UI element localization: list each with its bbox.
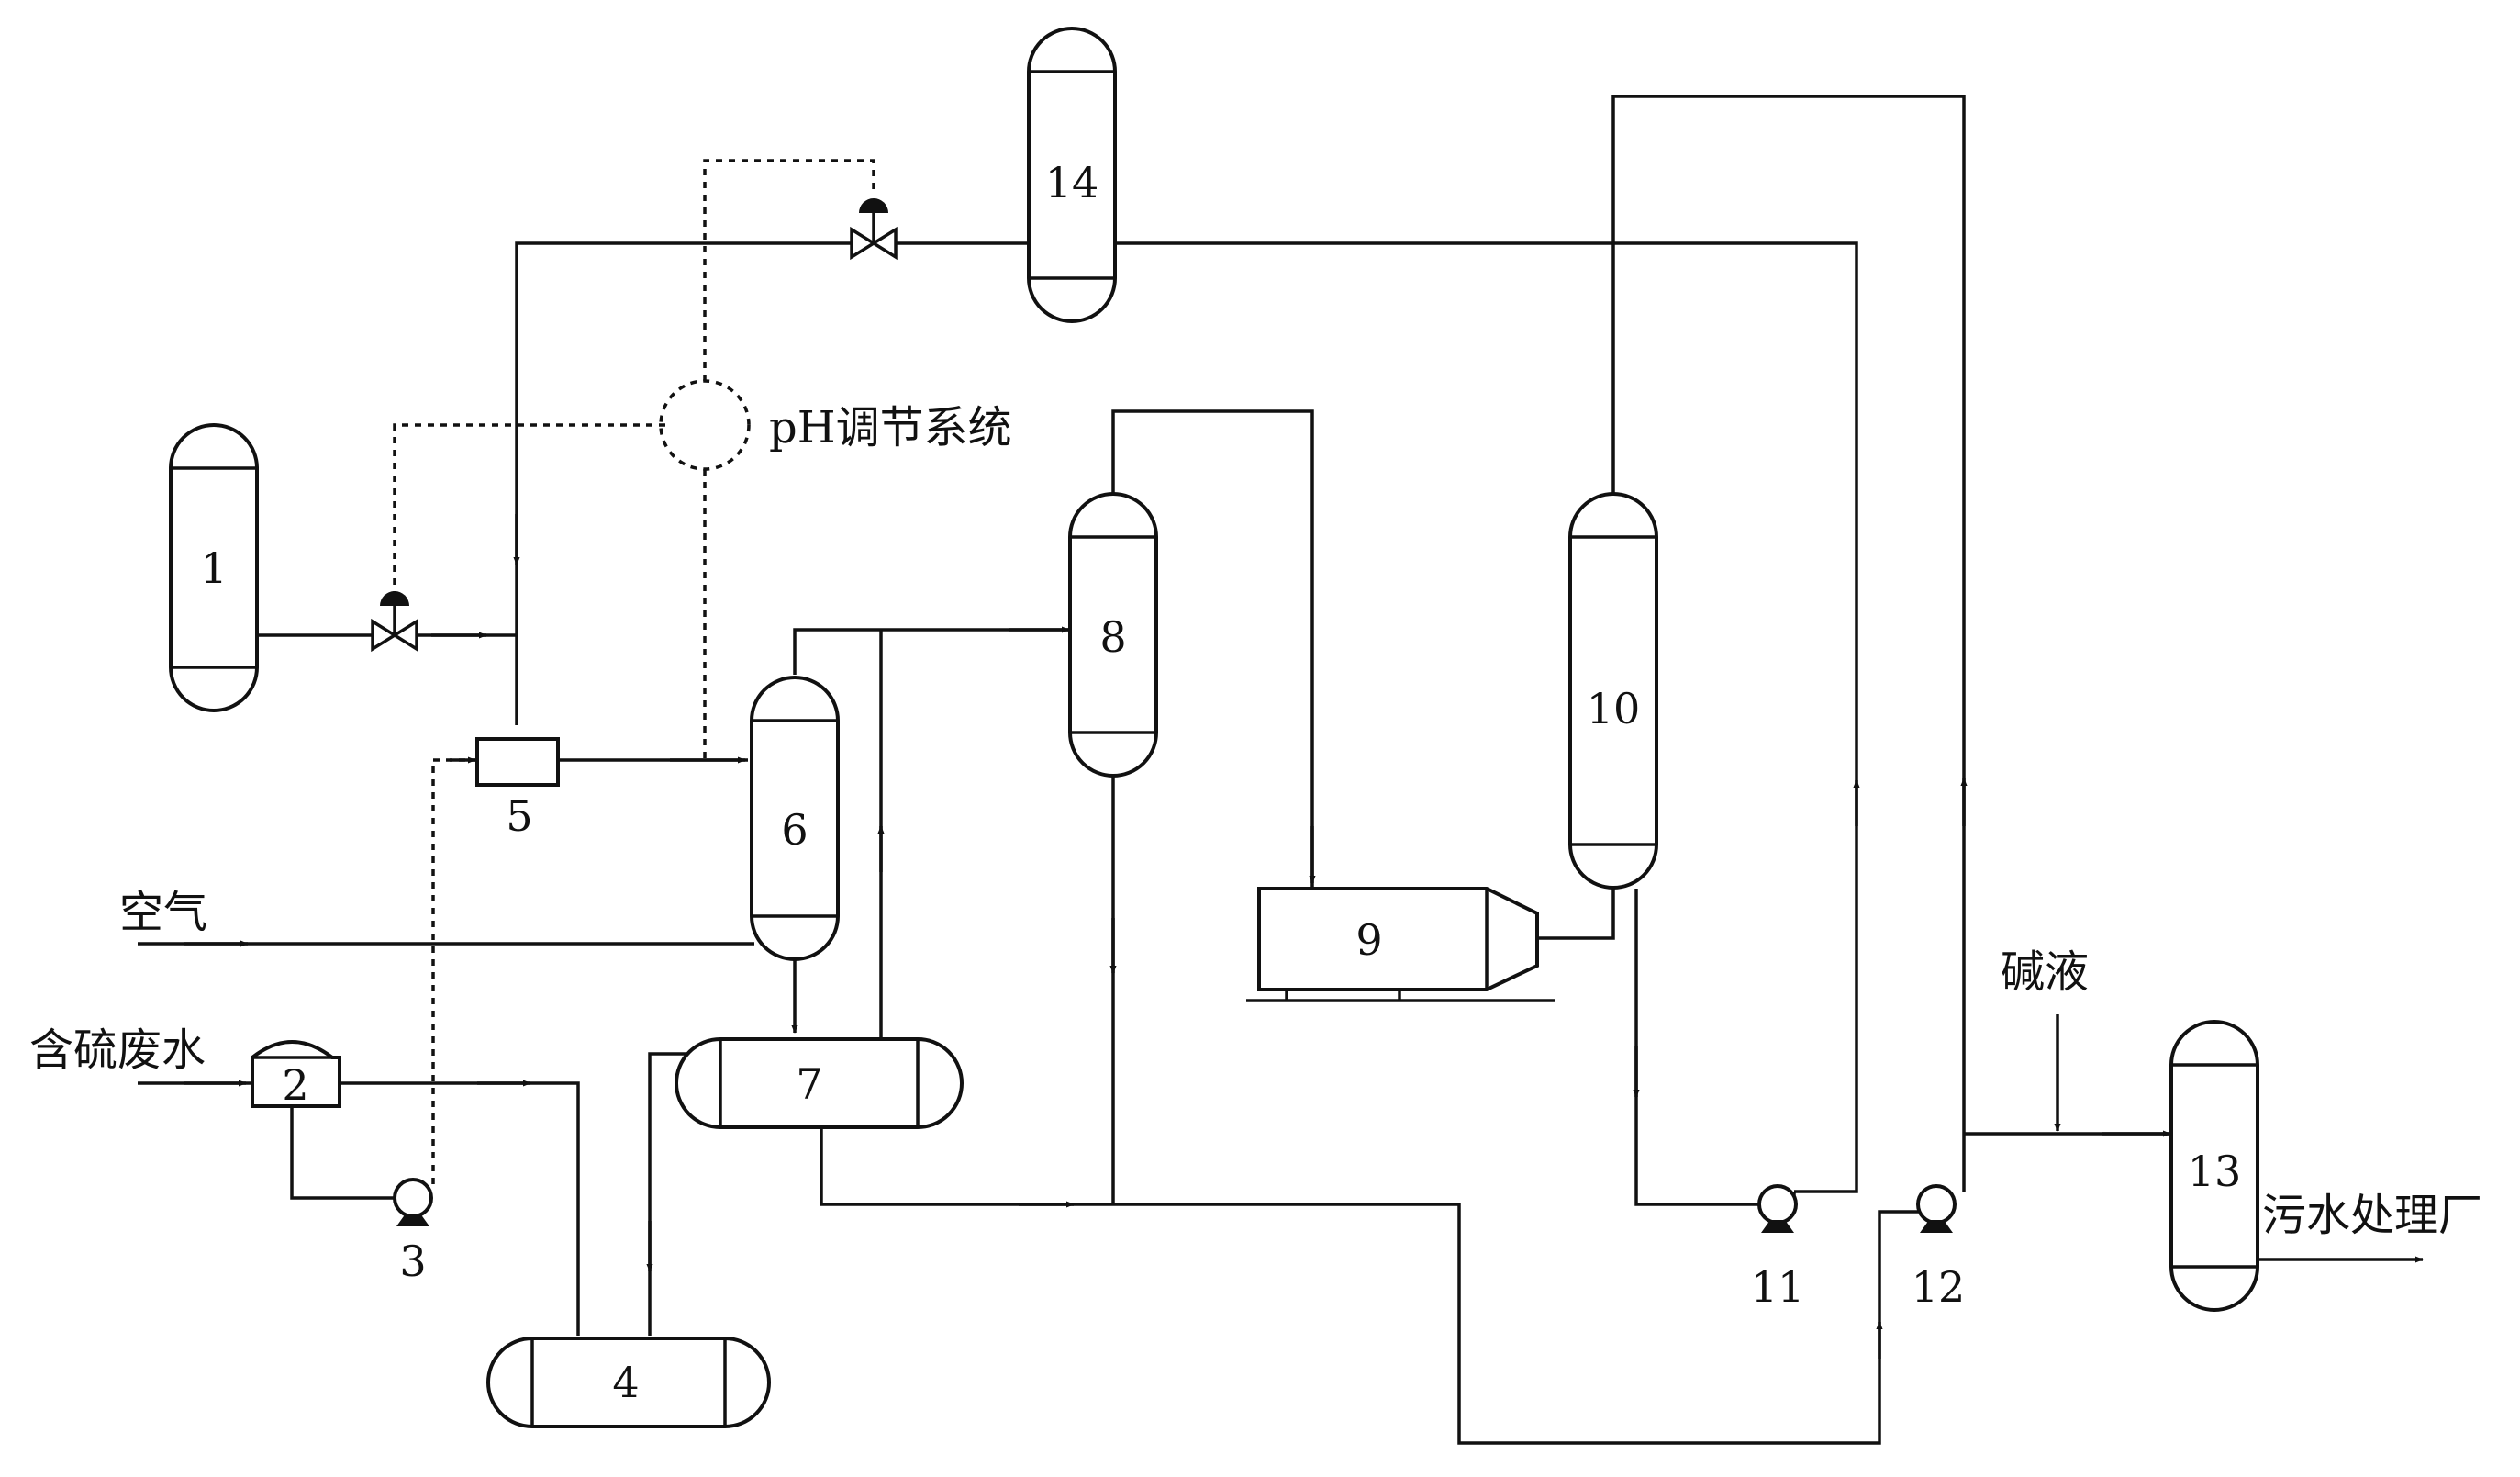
pipe-pump3-to-v5 — [431, 758, 477, 1184]
vessel-14: 14 — [1027, 27, 1117, 323]
air-label: 空气 — [119, 887, 207, 938]
vessel-13-label: 13 — [2188, 1147, 2242, 1196]
ph-system-label: pH调节系统 — [769, 402, 1012, 453]
pipe-pump11-to-right — [1794, 1147, 1858, 1193]
vessel-6: 6 — [750, 676, 840, 961]
vessel-1: 1 — [169, 423, 259, 712]
unit-9-label: 9 — [1355, 915, 1382, 965]
pump-11-label: 11 — [1751, 1262, 1805, 1312]
signal-ph-to-top-valve — [703, 159, 875, 381]
vessel-4: 4 — [486, 1337, 771, 1428]
pipe-v8-to-v9 — [1111, 409, 1314, 889]
control-valve-left[interactable] — [371, 591, 418, 653]
vessel-13: 13 — [2169, 1020, 2259, 1312]
unit-5-mixer: 5 — [475, 737, 560, 841]
vessel-2-label: 2 — [282, 1060, 308, 1110]
pipe-v10-to-pump11 — [1634, 889, 1760, 1206]
vessel-6-label: 6 — [781, 805, 808, 855]
vessel-4-label: 4 — [612, 1358, 639, 1407]
pipe-v7-bottom-line — [820, 1120, 1918, 1445]
vessel-10: 10 — [1568, 492, 1658, 890]
pump-3-label: 3 — [399, 1236, 426, 1286]
unit-9-furnace: 9 — [1246, 887, 1555, 1002]
pipelines — [138, 95, 2424, 1445]
alkali-label: 碱液 — [2001, 946, 2089, 998]
pipe-v2-to-pump3 — [290, 1102, 395, 1200]
control-valve-top[interactable] — [850, 198, 898, 261]
sulfur-wastewater-label: 含硫废水 — [29, 1024, 206, 1076]
pipe-v10-top — [1611, 95, 1966, 1134]
signal-ph-to-left-valve — [393, 423, 665, 592]
vessel-1-label: 1 — [200, 543, 227, 593]
pipe-top-main — [515, 241, 1858, 1147]
vessel-14-label: 14 — [1045, 158, 1099, 207]
pump-12-label: 12 — [1912, 1262, 1966, 1312]
pipe-v6-to-v8 — [793, 628, 1074, 675]
pump-12: 12 — [1912, 1184, 1966, 1312]
ph-control-system — [659, 379, 751, 471]
vessel-7-label: 7 — [796, 1059, 822, 1109]
pump-3: 3 — [393, 1178, 433, 1286]
vessel-7: 7 — [675, 1037, 964, 1129]
vessel-8: 8 — [1068, 492, 1158, 778]
vessel-8-label: 8 — [1099, 612, 1126, 662]
pump-11: 11 — [1751, 1184, 1805, 1312]
vessel-2: 2 — [251, 1040, 341, 1110]
unit-5-label: 5 — [506, 791, 532, 841]
pipe-v2-to-v4 — [340, 1081, 580, 1336]
wwtp-label: 污水处理厂 — [2262, 1190, 2482, 1241]
vessel-10-label: 10 — [1587, 684, 1641, 733]
pipe-v9-to-v10 — [1537, 886, 1615, 940]
